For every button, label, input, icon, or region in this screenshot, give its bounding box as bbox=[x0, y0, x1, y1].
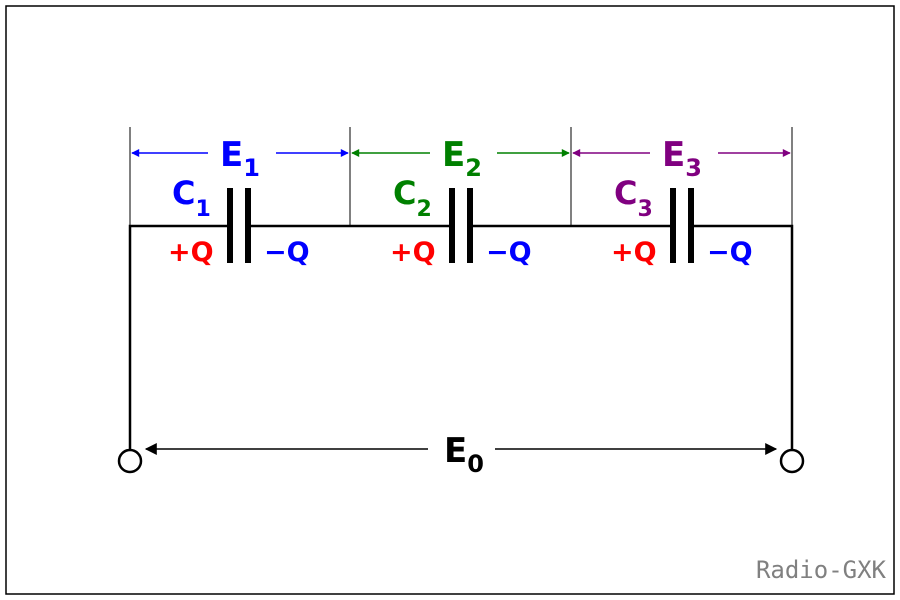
dimension-lines bbox=[129, 127, 793, 226]
credit-text: Radio-GXK bbox=[756, 556, 887, 584]
e1-label: E1 bbox=[220, 135, 260, 182]
capacitor-c3-plate-neg bbox=[688, 188, 694, 263]
c3-charge-neg: −Q bbox=[707, 237, 753, 268]
c2-charge-pos: +Q bbox=[390, 237, 436, 268]
e2-label: E2 bbox=[442, 135, 482, 182]
c3-label: C3 bbox=[614, 174, 653, 222]
c2-charge-neg: −Q bbox=[486, 237, 532, 268]
c1-label: C1 bbox=[172, 174, 211, 222]
terminal-right bbox=[779, 448, 805, 474]
terminal-left bbox=[117, 448, 143, 474]
capacitor-c1-plate-pos bbox=[227, 188, 233, 263]
c3-charge-pos: +Q bbox=[611, 237, 657, 268]
diagram-frame bbox=[5, 5, 895, 595]
wire-left bbox=[128, 224, 229, 449]
wire-right bbox=[692, 224, 794, 449]
e3-label: E3 bbox=[662, 135, 702, 182]
c1-charge-pos: +Q bbox=[168, 237, 214, 268]
capacitor-c2-plate-pos bbox=[449, 188, 455, 263]
c1-charge-neg: −Q bbox=[264, 237, 310, 268]
capacitor-c3-plate-pos bbox=[670, 188, 676, 263]
capacitor-c1-plate-neg bbox=[245, 188, 251, 263]
c2-label: C2 bbox=[393, 174, 432, 222]
capacitor-c2 bbox=[449, 188, 473, 263]
capacitor-c3 bbox=[670, 188, 694, 263]
capacitor-c2-plate-neg bbox=[467, 188, 473, 263]
circuit-wires bbox=[128, 224, 794, 449]
e0-label: E0 bbox=[444, 431, 484, 478]
capacitor-c1 bbox=[227, 188, 251, 263]
